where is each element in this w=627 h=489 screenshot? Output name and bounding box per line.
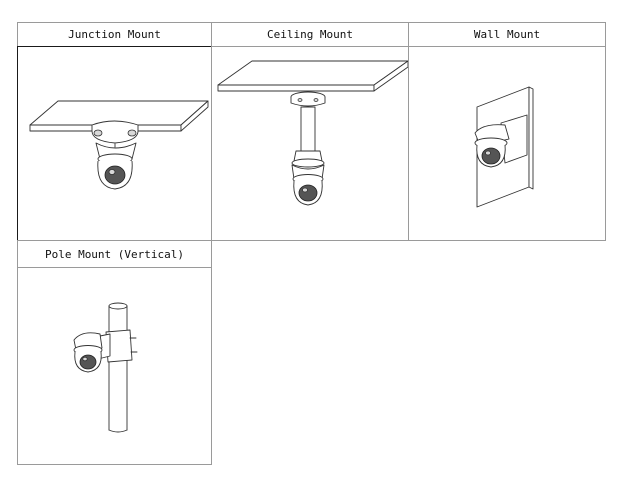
header-wall-mount: Wall Mount bbox=[408, 22, 606, 47]
junction-mount-illustration bbox=[17, 46, 212, 241]
header-junction-mount: Junction Mount bbox=[17, 22, 212, 47]
header-pole-mount-vertical: Pole Mount (Vertical) bbox=[17, 240, 212, 268]
wall-mount-illustration bbox=[408, 46, 606, 241]
ceiling-mount-illustration bbox=[211, 46, 409, 241]
header-ceiling-mount: Ceiling Mount bbox=[211, 22, 409, 47]
pole-mount-vertical-illustration bbox=[17, 267, 212, 465]
